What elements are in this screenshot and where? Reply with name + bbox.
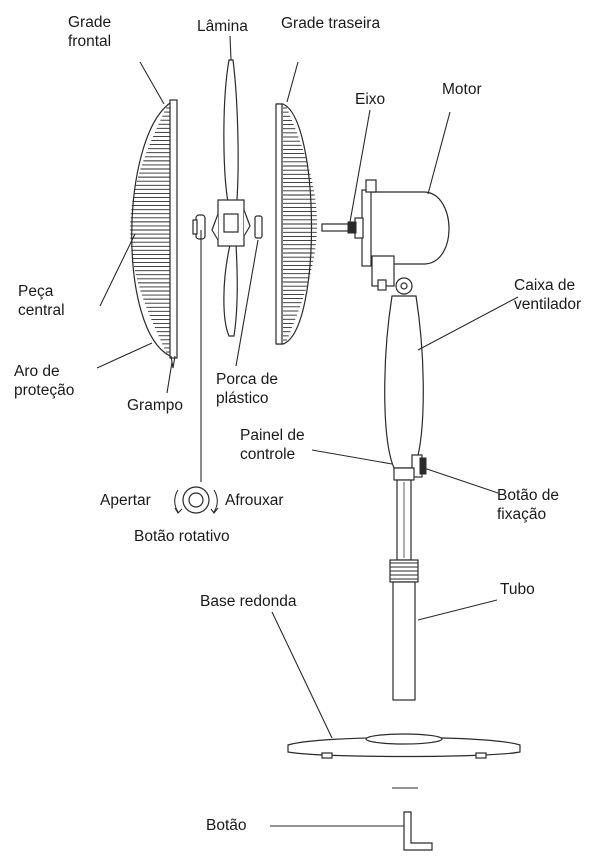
label-aro-protecao: Aro de proteção [14,363,75,399]
label-apertar: Apertar [100,492,151,509]
spinner-cap [192,214,206,240]
label-botao: Botão [206,817,247,834]
label-porca-plastico: Porca de plástico [216,371,279,407]
label-tubo: Tubo [500,581,535,598]
label-grampo: Grampo [127,397,183,414]
motor-housing [321,179,450,295]
rotary-knob [174,230,219,514]
label-base-redonda: Base redonda [200,593,297,610]
round-base [287,733,521,759]
fan-column [384,295,427,701]
rear-grill [275,103,317,345]
label-painel-controle: Painel de controle [240,427,305,463]
base-knob [392,787,433,851]
label-lamina: Lâmina [197,18,248,35]
label-afrouxar: Afrouxar [225,492,284,509]
label-motor: Motor [442,81,482,98]
label-grade-frontal: Grade frontal [68,14,112,50]
label-peca-central: Peça central [18,283,65,319]
label-botao-rotativo: Botão rotativo [134,528,230,545]
plastic-nut [254,215,263,239]
label-caixa-ventilador: Caixa de ventilador [514,277,582,313]
label-grade-traseira: Grade traseira [281,15,381,32]
blade [211,59,251,337]
label-botao-fixacao: Botão de fixação [497,487,560,523]
label-eixo: Eixo [355,91,386,108]
front-grill [130,99,178,369]
leader-lines [96,35,519,827]
